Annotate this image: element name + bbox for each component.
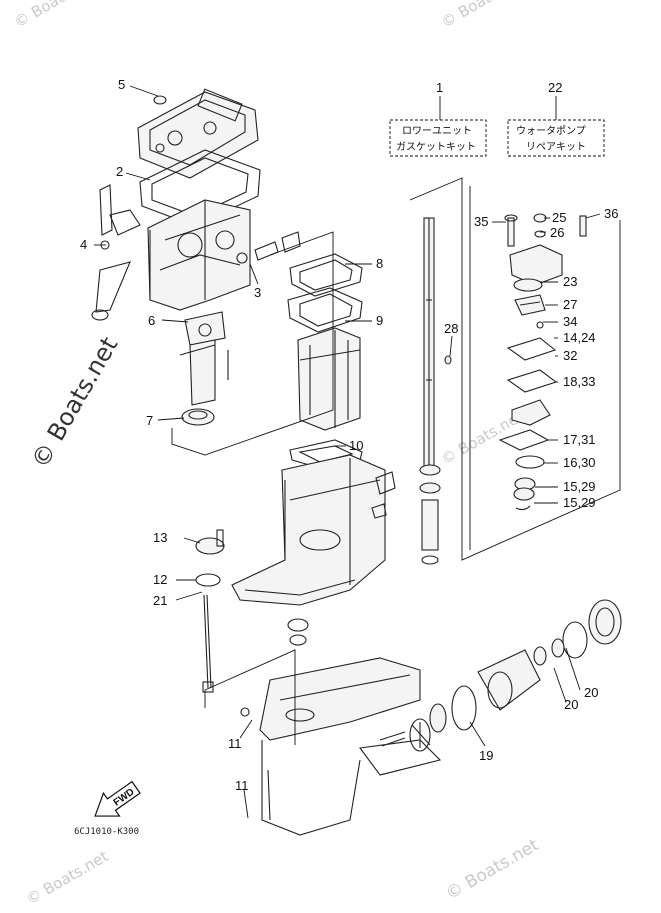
callout-11-lower: 11 [235,778,249,793]
callout-26: 26 [550,225,564,240]
callout-9: 9 [376,313,383,328]
callout-19: 19 [479,748,493,763]
watermark-top-left: © Boats.net [11,0,99,31]
kit-22-line1: ウォータポンプ [516,125,586,137]
callout-10: 10 [349,438,363,453]
fwd-arrow-icon: FWD [94,780,141,817]
kit-1-line1: ロワーユニット [402,126,472,137]
watermark-bottom-right: © Boats.net [443,835,543,904]
callout-2: 2 [116,164,123,179]
trim-sender-parts-drawing [195,529,225,693]
kit-box-gasket: 1 ロワーユニット ガスケットキット [389,80,487,157]
callout-12: 12 [153,572,167,587]
callout-7: 7 [146,413,153,428]
callout-23: 23 [563,274,577,289]
watermark-side: © Boats.net [26,332,123,473]
callout-6: 6 [148,313,155,328]
callout-15-29-upper: 15,29 [563,479,596,494]
callout-22: 22 [548,80,562,95]
callout-32: 32 [563,348,577,363]
callout-35: 35 [474,214,488,229]
callout-28: 28 [444,321,458,336]
lower-casing-drawing [231,454,442,836]
kit-22-line2: リペアキット [526,142,586,153]
water-pump-drawing [498,213,587,511]
callout-3: 3 [254,285,261,300]
callout-20-right: 20 [584,685,598,700]
kit-box-water-pump: 22 ウォータポンプ リペアキット [507,80,605,157]
watermark-top-right: © Boats.net [438,0,526,31]
callout-34: 34 [563,314,577,329]
callout-1: 1 [436,80,443,95]
callout-4: 4 [80,237,87,252]
callout-21: 21 [153,593,167,608]
callout-14-24: 14,24 [563,330,596,345]
callout-25: 25 [552,210,566,225]
gasket-set-drawing [287,253,363,469]
callout-15-29-lower: 15,29 [563,495,596,510]
callout-labels: 5 2 4 3 6 7 8 9 10 28 13 12 21 11 11 19 … [80,77,618,793]
callout-18-33: 18,33 [563,374,596,389]
dashed-frames [171,177,621,745]
callout-13: 13 [153,530,167,545]
callout-17-31: 17,31 [563,432,596,447]
upper-casing-drawing [91,88,301,426]
callout-16-30: 16,30 [563,455,596,470]
leader-lines [94,85,601,819]
callout-11-upper: 11 [228,736,242,751]
callout-5: 5 [118,77,125,92]
callout-8: 8 [376,256,383,271]
watermark-bottom-left: © Boats.net [23,847,111,908]
drive-shaft-drawing [419,217,452,565]
callout-36: 36 [604,206,618,221]
callout-20-left: 20 [564,697,578,712]
propeller-group-drawing [379,599,622,752]
drawing-code: 6CJ1010-K300 [74,827,139,837]
callout-27: 27 [563,297,577,312]
kit-1-line2: ガスケットキット [396,141,476,153]
